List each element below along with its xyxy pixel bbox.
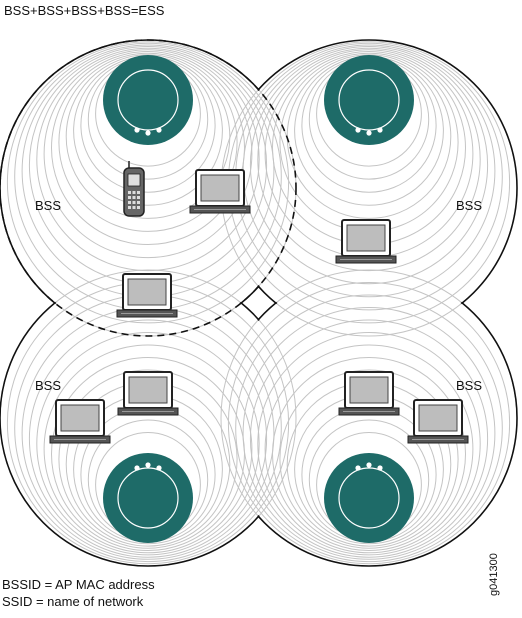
coverage-ring: [227, 282, 511, 565]
bss-label-bottom-left: BSS: [35, 378, 62, 393]
coverage-ring: [264, 344, 474, 554]
access-point-icon: [324, 453, 414, 543]
coverage-rings: [0, 40, 517, 566]
coverage-ring: [242, 307, 496, 560]
coverage-ring: [28, 319, 268, 558]
ess-outline: [0, 39, 518, 567]
bss-label-top-right: BSS: [456, 198, 483, 213]
figure-id: g041300: [488, 553, 500, 596]
coverage-ring: [51, 51, 245, 245]
coverage-ring: [43, 49, 253, 259]
laptop-icon: [49, 399, 111, 444]
coverage-ring: [6, 41, 290, 324]
access-point-icon: [103, 55, 193, 145]
laptop-icon: [338, 371, 400, 416]
coverage-ring: [58, 369, 238, 549]
bss-label-bottom-right: BSS: [456, 378, 483, 393]
access-point-icon: [103, 453, 193, 543]
outline-arc: [220, 269, 518, 567]
coverage-ring: [257, 332, 481, 556]
laptop-icon: [117, 371, 179, 416]
coverage-ring: [58, 52, 238, 232]
coverage-ring: [36, 332, 260, 556]
coverage-ring: [272, 357, 466, 551]
diagram-title: BSS+BSS+BSS+BSS=ESS: [4, 3, 165, 18]
bss-label-top-left: BSS: [35, 198, 62, 213]
coverage-ring: [249, 319, 489, 558]
coverage-ring: [249, 46, 489, 285]
laptop-icon: [335, 219, 397, 264]
laptop-icon: [116, 273, 178, 318]
coverage-ring: [235, 294, 503, 563]
mobile-phone-icon: [123, 161, 145, 217]
coverage-ring: [43, 344, 253, 554]
legend-bssid: BSSID = AP MAC address: [2, 577, 155, 592]
coverage-ring: [279, 369, 459, 549]
access-point-icon: [324, 55, 414, 145]
bss-boundary-dashed: [0, 39, 297, 337]
laptop-icon: [189, 169, 251, 214]
legend-ssid: SSID = name of network: [2, 594, 144, 609]
outline-arc: [0, 269, 297, 567]
laptop-icon: [407, 399, 469, 444]
